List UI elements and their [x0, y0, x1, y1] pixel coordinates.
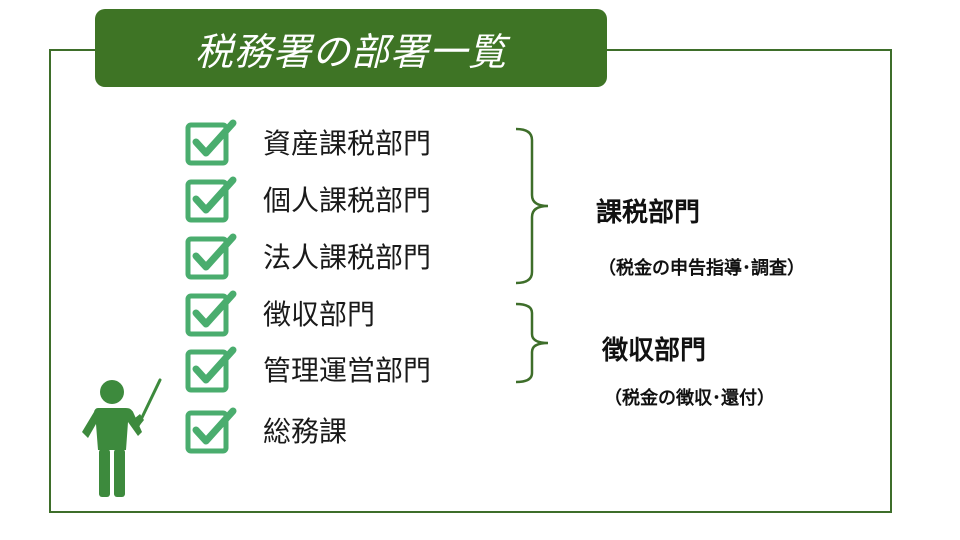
- group-desc-taxation: （税金の申告指導･調査）: [598, 258, 805, 279]
- list-item-assets-tax: 資産課税部門: [185, 117, 485, 167]
- item-label: 管理運営部門: [263, 354, 432, 387]
- item-label: 総務課: [263, 415, 348, 448]
- checkbox-checked-icon: [185, 119, 237, 166]
- item-label: 法人課税部門: [263, 241, 432, 274]
- group-name-taxation: 課税部門: [596, 198, 701, 228]
- list-item-individual-tax: 個人課税部門: [185, 174, 485, 224]
- right-brace-icon: [515, 127, 549, 285]
- item-label: 資産課税部門: [263, 127, 432, 160]
- teacher-pointer-icon: [82, 378, 162, 497]
- checkbox-checked-icon: [185, 407, 237, 454]
- checkbox-checked-icon: [185, 176, 237, 223]
- list-item-general-affairs: 総務課: [185, 405, 485, 455]
- checkbox-checked-icon: [185, 290, 237, 337]
- page-title: 税務署の部署一覧: [194, 29, 507, 74]
- title-banner: 税務署の部署一覧: [95, 9, 607, 87]
- right-brace-icon: [515, 302, 549, 384]
- group-name-collection: 徴収部門: [602, 336, 707, 366]
- list-item-collection: 徴収部門: [185, 288, 485, 338]
- group-desc-collection: （税金の徴収･還付）: [604, 388, 775, 409]
- list-item-management: 管理運営部門: [185, 344, 485, 394]
- checkbox-checked-icon: [185, 233, 237, 280]
- item-label: 徴収部門: [263, 298, 376, 331]
- list-item-corporate-tax: 法人課税部門: [185, 231, 485, 281]
- checkbox-checked-icon: [185, 346, 237, 393]
- item-label: 個人課税部門: [263, 184, 432, 217]
